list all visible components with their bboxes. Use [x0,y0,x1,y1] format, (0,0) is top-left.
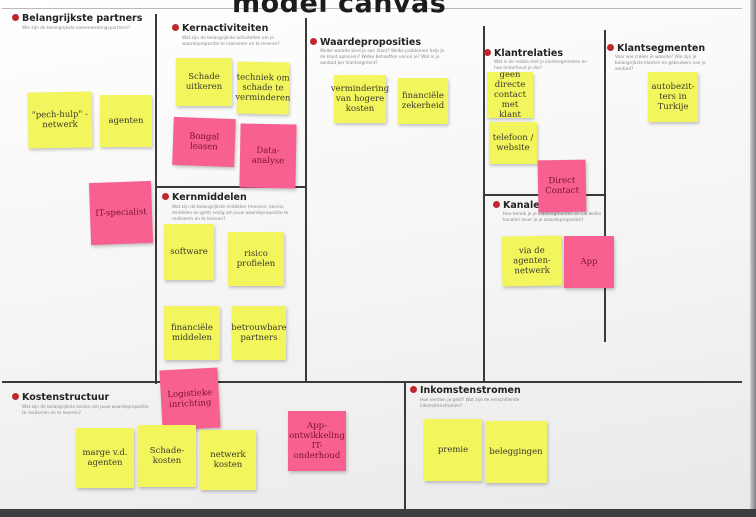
sticky-note-vermindering: vermindering van hogere kosten [331,75,389,123]
sticky-note-telefoon: telefoon / website [489,122,537,164]
sticky-note-agenten: agenten [100,95,152,147]
sticky-note-risico: risico profielen [228,232,284,286]
bullet-dot-icon [12,14,19,21]
bullet-dot-icon [484,49,491,56]
sticky-note-app: App [564,236,614,288]
section-value-title: Waardeproposities [310,37,421,48]
page-title: model canvas [232,0,447,19]
sticky-note-it-specialist: IT-specialist [88,180,154,246]
section-revenue-desc: Hoe verdien je geld? Wat zijn de verschi… [420,398,520,409]
sticky-note-software: software [164,224,214,280]
divider [2,381,742,383]
section-channels-desc: Hoe bereik je je klantsegmenten en via w… [503,212,602,223]
sticky-note-schadekosten: Schade-kosten [138,425,196,487]
sticky-note-schade-uitkeren: Schade uitkeren [176,58,232,106]
section-resources-desc: Wat zijn de belangrijkste middelen (mens… [172,205,289,222]
sticky-note-geen-directe: geen directe contact met klant [487,70,533,120]
bullet-dot-icon [310,38,317,45]
divider [155,14,157,384]
sticky-note-logistieke: Logistieke inrichting [159,367,221,431]
bullet-dot-icon [172,24,179,31]
section-segments-title: Klantsegmenten [607,43,705,54]
section-costs-title: Kostenstructuur [12,392,109,403]
divider [483,26,485,383]
sticky-note-direct-contact: Direct Contact [537,159,587,213]
section-revenue-title: Inkomstenstromen [410,385,521,396]
section-channels-title: Kanalen [493,200,546,211]
sticky-note-beleggingen: beleggingen [485,421,547,483]
divider [604,30,606,342]
divider [156,186,306,188]
sticky-note-financiele-zekerheid: financiële zekerheid [398,78,448,124]
section-partners-title: Belangrijkste partners [12,13,142,24]
section-segments-desc: Voor wie creëer je waarde? Wie zijn je b… [615,55,706,72]
section-relations-title: Klantrelaties [484,48,563,59]
sticky-note-app-ontwikkeling: App-ontwikkeling IT-onderhoud [288,411,346,471]
bullet-dot-icon [12,393,19,400]
sticky-note-via-agenten: via de agenten-netwerk [501,235,563,287]
sticky-note-marge: marge v.d. agenten [76,428,134,488]
poster-edge [750,0,756,517]
divider [404,381,406,513]
divider [305,18,307,382]
bullet-dot-icon [410,386,417,393]
bullet-dot-icon [162,193,169,200]
sticky-note-netwerkkosten: netwerk kosten [200,430,256,490]
sticky-note-betrouwbare-partners: betrouwbare partners [231,306,287,360]
section-resources-title: Kernmiddelen [162,192,247,203]
bullet-dot-icon [493,201,500,208]
section-relations-desc: Wat is de relatie met je klantsegmenten … [494,60,587,71]
divider [2,8,742,9]
sticky-note-pech-hulp: "pech-hulp" -netwerk [27,91,93,149]
section-activities-title: Kernactiviteiten [172,23,268,34]
section-partners-desc: Wie zijn de belangrijkste samenwerkingsp… [22,26,131,31]
section-value-desc: Welke waarde bied je aan klant? Welke pr… [320,49,445,66]
section-costs-desc: Wat zijn de belangrijkste kosten om jouw… [22,405,149,416]
sticky-note-bongal-leasen: Bongal leasen [172,116,236,168]
sticky-note-financiele-middelen: financiële middelen [164,306,220,360]
sticky-note-autobezitters: autobezit-ters in Turkije [648,72,698,122]
bullet-dot-icon [607,44,614,51]
sticky-note-techniek: techniek om schade te verminderen [235,61,291,115]
section-activities-desc: Wat zijn de belangrijkste activiteiten o… [182,36,280,47]
sticky-note-data-analyse: Data-analyse [239,123,297,189]
sticky-note-premie: premie [424,419,482,481]
